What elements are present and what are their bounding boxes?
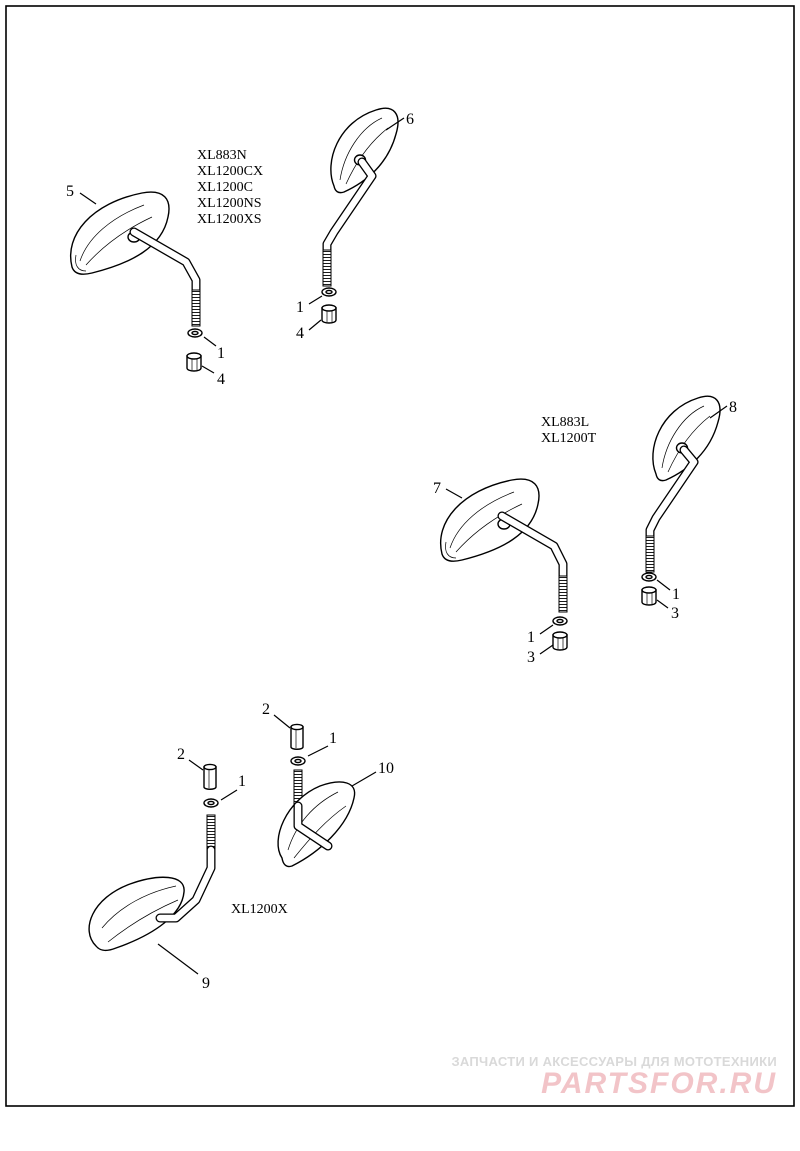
- mirror-right: [322, 107, 399, 287]
- callout-label: 6: [406, 111, 414, 128]
- washer: [552, 616, 568, 626]
- group-3: XL1200X 2 1 2 1 10: [88, 701, 394, 992]
- model-label: XL1200T: [541, 431, 597, 446]
- model-label: XL1200C: [197, 180, 253, 195]
- washer: [290, 756, 306, 766]
- model-label: XL1200CX: [197, 164, 263, 179]
- watermark-tagline: ЗАПЧАСТИ И АКСЕССУАРЫ ДЛЯ МОТОТЕХНИКИ: [451, 1054, 777, 1069]
- acorn-nut: [641, 586, 657, 606]
- washer: [321, 287, 337, 297]
- acorn-nut: [321, 304, 337, 324]
- mirror-right: [645, 395, 721, 573]
- washer: [203, 798, 219, 808]
- model-label: XL1200X: [231, 902, 288, 917]
- callout-label: 1: [527, 629, 535, 646]
- washer: [187, 328, 203, 338]
- callout-label: 7: [433, 480, 441, 497]
- callout-label: 4: [296, 325, 304, 342]
- model-label: XL883L: [541, 415, 589, 430]
- group-1: XL883N XL1200CX XL1200C XL1200NS XL1200X…: [66, 107, 414, 388]
- callout-label: 1: [296, 299, 304, 316]
- watermark: ЗАПЧАСТИ И АКСЕССУАРЫ ДЛЯ МОТОТЕХНИКИ PA…: [451, 1054, 777, 1100]
- drawing-frame: [5, 5, 795, 1107]
- callout-label: 9: [202, 975, 210, 992]
- mirror-small: [277, 769, 356, 868]
- callout-label: 5: [66, 183, 74, 200]
- callout-label: 1: [217, 345, 225, 362]
- callout-label: 3: [527, 649, 535, 666]
- model-label: XL1200XS: [197, 212, 262, 227]
- acorn-nut: [186, 352, 202, 372]
- callout-label: 2: [177, 746, 185, 763]
- washer: [641, 572, 657, 582]
- watermark-logo: PARTSFOR.RU: [541, 1067, 777, 1100]
- callout-label: 3: [671, 605, 679, 622]
- mirror-left: [69, 191, 201, 327]
- model-label: XL1200NS: [197, 196, 262, 211]
- callout-label: 10: [378, 760, 394, 777]
- callout-label: 2: [262, 701, 270, 718]
- model-label: XL883N: [197, 148, 247, 163]
- callout-label: 1: [238, 773, 246, 790]
- callout-label: 8: [729, 399, 737, 416]
- spacer: [203, 763, 217, 790]
- callout-label: 1: [329, 730, 337, 747]
- mirror-large: [88, 814, 216, 952]
- acorn-nut: [552, 631, 568, 651]
- callout-label: 4: [217, 371, 225, 388]
- callout-label: 1: [672, 586, 680, 603]
- group-2: XL883L XL1200T 7 1 3 8 1 3: [433, 395, 737, 666]
- mirror-left: [439, 478, 568, 613]
- spacer: [290, 723, 304, 750]
